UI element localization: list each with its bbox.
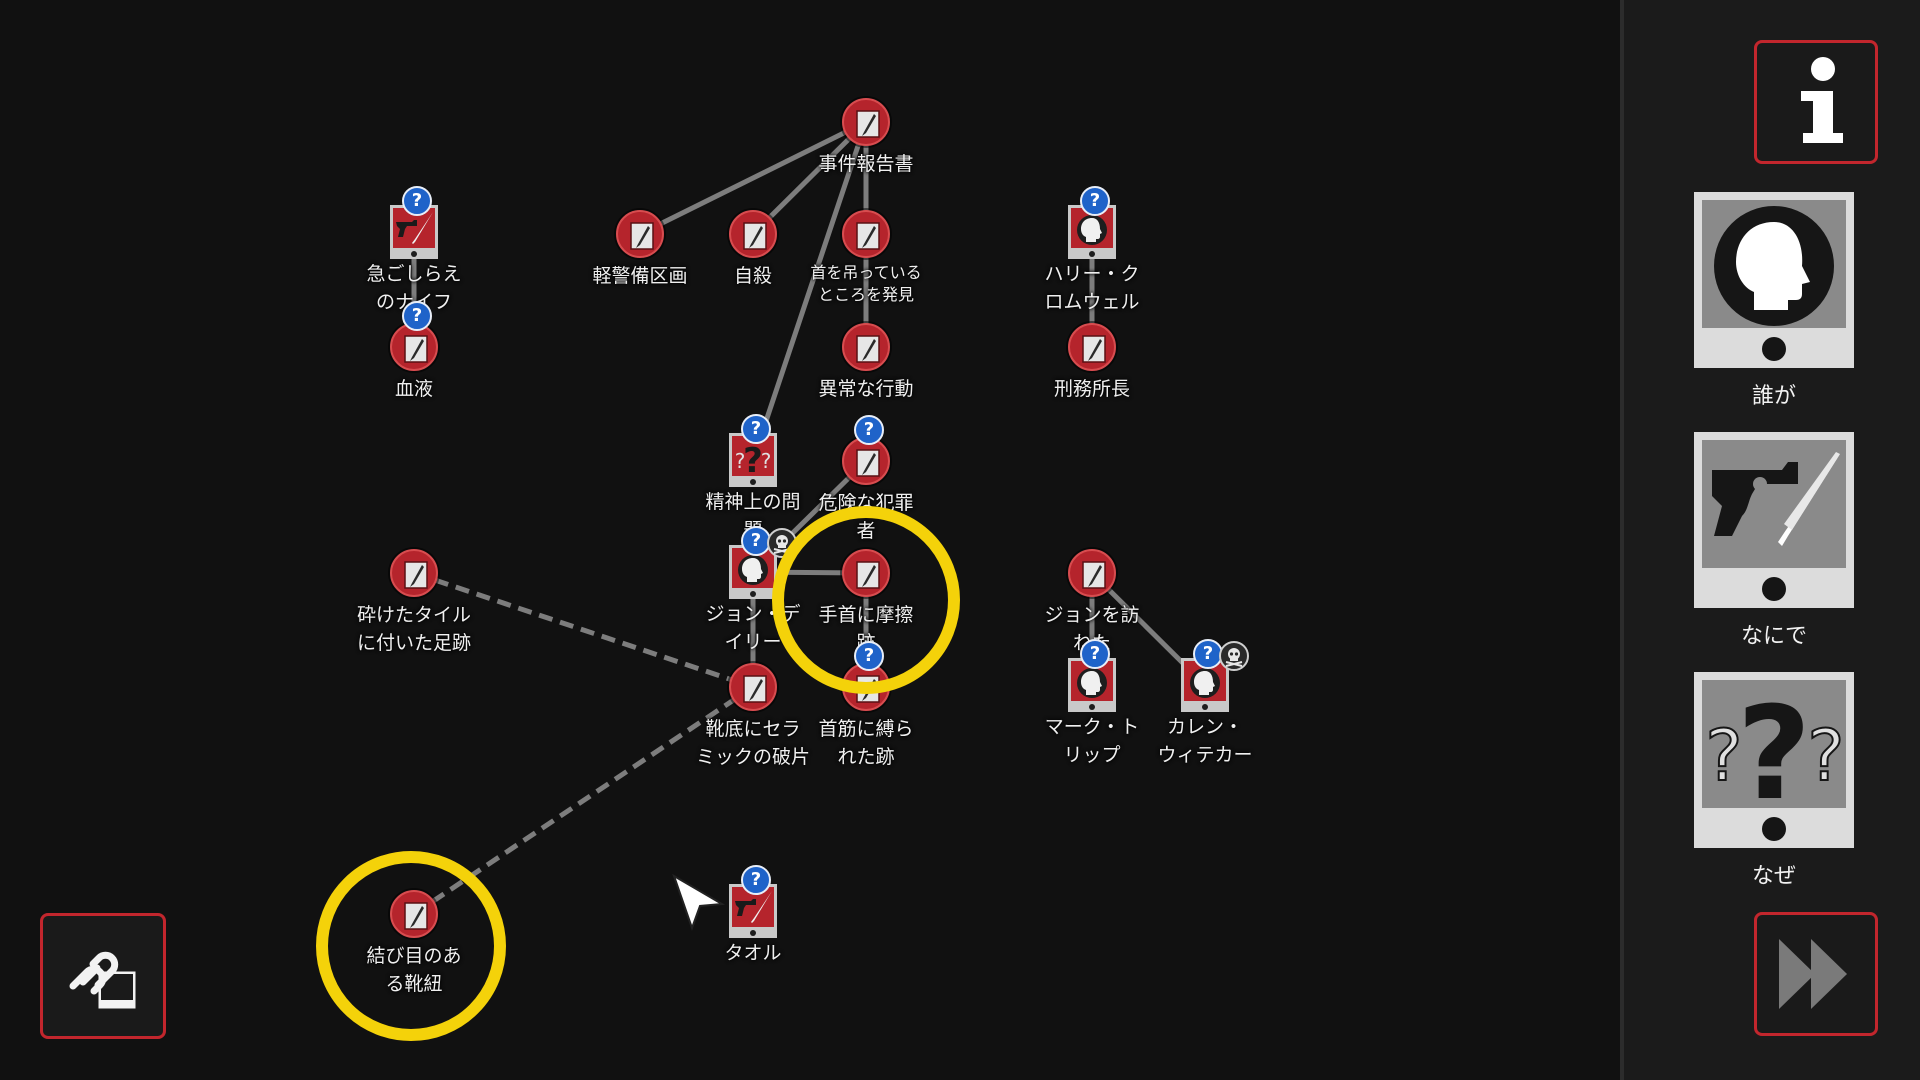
next-button[interactable] [1754, 912, 1878, 1036]
gun-knife-icon [1712, 452, 1840, 546]
clue-label: カレン・ ウィテカー [1157, 716, 1253, 766]
unknown-question-icon: ? [1080, 639, 1110, 669]
edge-incident-report-suicide [751, 120, 868, 236]
skull-icon [767, 528, 797, 558]
clue-label: ハリー・ク ロムウェル [1044, 263, 1140, 313]
edge-footprint-tile-ceramic-shard [413, 570, 754, 690]
link-copy-icon [69, 951, 139, 1012]
clue-label: 自殺 [733, 265, 772, 287]
document-pen-icon[interactable] [390, 549, 438, 597]
how-label: なにで [1740, 624, 1807, 649]
unknown-question-icon: ? [402, 301, 432, 331]
clue-label: 結び目のあ る靴紐 [366, 945, 462, 995]
clue-label: 靴底にセラ ミックの破片 [695, 718, 810, 768]
clue-label: 危険な犯罪 者 [818, 492, 914, 542]
document-pen-icon[interactable] [842, 549, 890, 597]
clue-label: タオル [724, 942, 782, 964]
clue-label: 首筋に縛ら れた跡 [818, 718, 914, 768]
clue-label: 軽警備区画 [592, 265, 688, 287]
unknown-question-icon: ? [854, 415, 884, 445]
motive-question-icon[interactable]: ??? [728, 432, 778, 488]
svg-text:?: ? [1705, 715, 1742, 797]
document-pen-icon[interactable] [842, 323, 890, 371]
document-pen-icon[interactable] [842, 437, 890, 485]
who-label: 誰が [1751, 384, 1796, 409]
document-pen-icon[interactable] [729, 210, 777, 258]
edge-knotted-lace-ceramic-shard [412, 684, 755, 917]
how-card-dot [1762, 577, 1786, 601]
unknown-question-icon: ? [402, 186, 432, 216]
skull-icon [1219, 641, 1249, 671]
svg-text:?: ? [1737, 680, 1811, 808]
unknown-question-icon: ? [1193, 639, 1223, 669]
document-pen-icon[interactable] [1068, 549, 1116, 597]
pointer-cursor-icon [672, 874, 726, 931]
edge-incident-report-mental-problem [750, 121, 869, 461]
deduction-sidebar: 誰が なにで ? ? ? なぜ [1620, 0, 1920, 1080]
why-card-dot [1762, 817, 1786, 841]
clue-label: 砕けたタイル に付いた足跡 [356, 604, 471, 654]
info-icon [1801, 57, 1843, 143]
unknown-question-icon: ? [741, 865, 771, 895]
svg-text:?: ? [1807, 715, 1844, 797]
document-pen-icon[interactable] [616, 210, 664, 258]
fast-forward-icon [1779, 939, 1847, 1009]
clue-label: 首を吊っている ところを発見 [810, 263, 922, 304]
document-pen-icon[interactable] [842, 98, 890, 146]
clue-label: マーク・ト リップ [1044, 716, 1140, 766]
clue-label: 事件報告書 [818, 153, 914, 175]
unknown-question-icon: ? [741, 414, 771, 444]
why-label: なぜ [1751, 864, 1796, 889]
svg-text:?: ? [735, 449, 746, 473]
document-pen-icon[interactable] [729, 663, 777, 711]
clue-label: 異常な行動 [818, 378, 914, 400]
why-card[interactable]: ? ? ? [1694, 672, 1854, 848]
edge-incident-report-light-security [638, 119, 868, 237]
svg-text:?: ? [761, 449, 772, 473]
how-card[interactable] [1694, 432, 1854, 608]
clue-label: 血液 [394, 378, 433, 400]
info-button[interactable] [1754, 40, 1878, 164]
svg-text:?: ? [743, 441, 763, 481]
document-pen-icon[interactable] [1068, 323, 1116, 371]
question-marks-icon: ? ? ? [1704, 680, 1845, 808]
who-card-dot [1762, 337, 1786, 361]
document-pen-icon[interactable] [842, 210, 890, 258]
unknown-question-icon: ? [1080, 186, 1110, 216]
head-silhouette-icon [1714, 206, 1834, 326]
document-pen-icon[interactable] [390, 890, 438, 938]
clue-label: 刑務所長 [1053, 378, 1130, 400]
unknown-question-icon: ? [854, 641, 884, 671]
who-card[interactable] [1694, 192, 1854, 368]
evidence-board: 事件報告書?急ごしらえ のナイフ軽警備区画自殺首を吊っている ところを発見?ハリ… [40, 98, 1253, 1041]
link-clues-button[interactable] [40, 913, 166, 1039]
